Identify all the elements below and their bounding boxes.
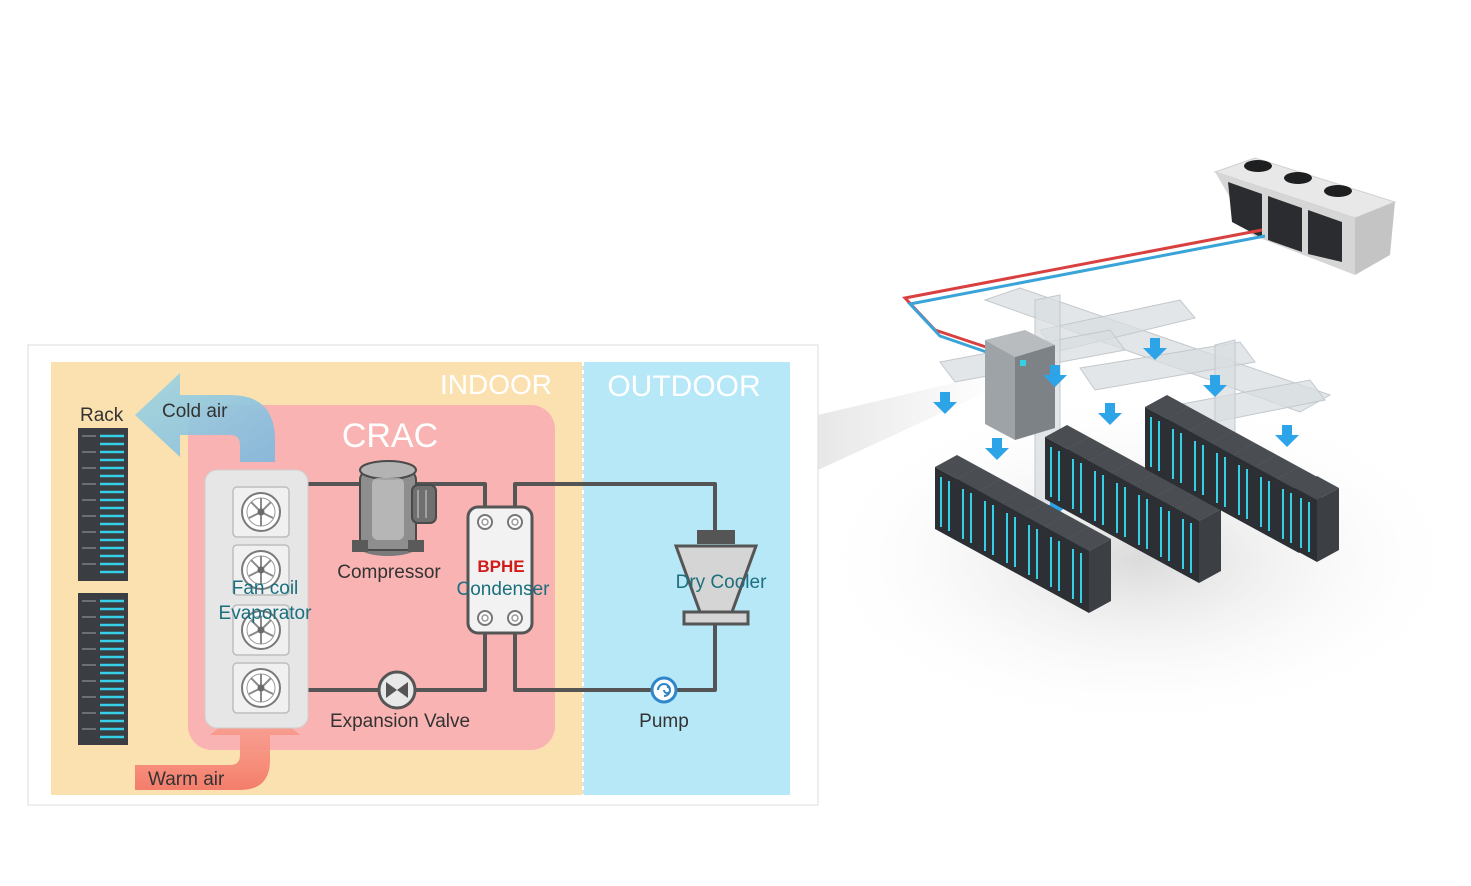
fan-icon-1 (232, 486, 290, 538)
bphe-condenser-icon (466, 505, 534, 635)
dry-cooler-label: Dry Cooler (676, 572, 767, 593)
indoor-label: INDOOR (440, 369, 552, 400)
rack-top (78, 428, 128, 581)
condenser-label: Condenser (457, 579, 551, 600)
water-loop (513, 482, 717, 692)
cold-air-label: Cold air (162, 401, 228, 422)
rack-bottom (78, 593, 128, 745)
fan-coil-evaporator (204, 469, 309, 729)
rack-label: Rack (80, 405, 124, 426)
compressor-label: Compressor (337, 562, 441, 583)
outdoor-label: OUTDOOR (607, 370, 760, 403)
warm-air-label: Warm air (148, 769, 225, 790)
cold-air-arrow (135, 373, 275, 462)
refrigerant-piping (902, 228, 1266, 358)
crac-unit-3d (985, 330, 1055, 440)
crac-label: CRAC (342, 417, 438, 455)
compressor-icon (352, 460, 437, 556)
fan-icon-4 (232, 662, 290, 714)
dry-cooler-3d (1213, 157, 1397, 275)
dry-cooler-icon (673, 530, 759, 626)
schematic-panel: INDOOR OUTDOOR CRAC Cold air Warm air Ra… (27, 344, 819, 806)
data-center-illustration (810, 157, 1470, 730)
expansion-valve-icon (377, 670, 417, 710)
evaporator-label-line2: Evaporator (219, 603, 313, 624)
floor-shadow (810, 390, 1470, 730)
expansion-valve-label: Expansion Valve (330, 711, 470, 732)
pump-label: Pump (639, 711, 689, 732)
callout-beam (818, 372, 1000, 470)
pump-icon (650, 676, 678, 704)
bphe-label: BPHE (477, 557, 524, 576)
evaporator-label-line1: Fan coil (232, 578, 299, 599)
